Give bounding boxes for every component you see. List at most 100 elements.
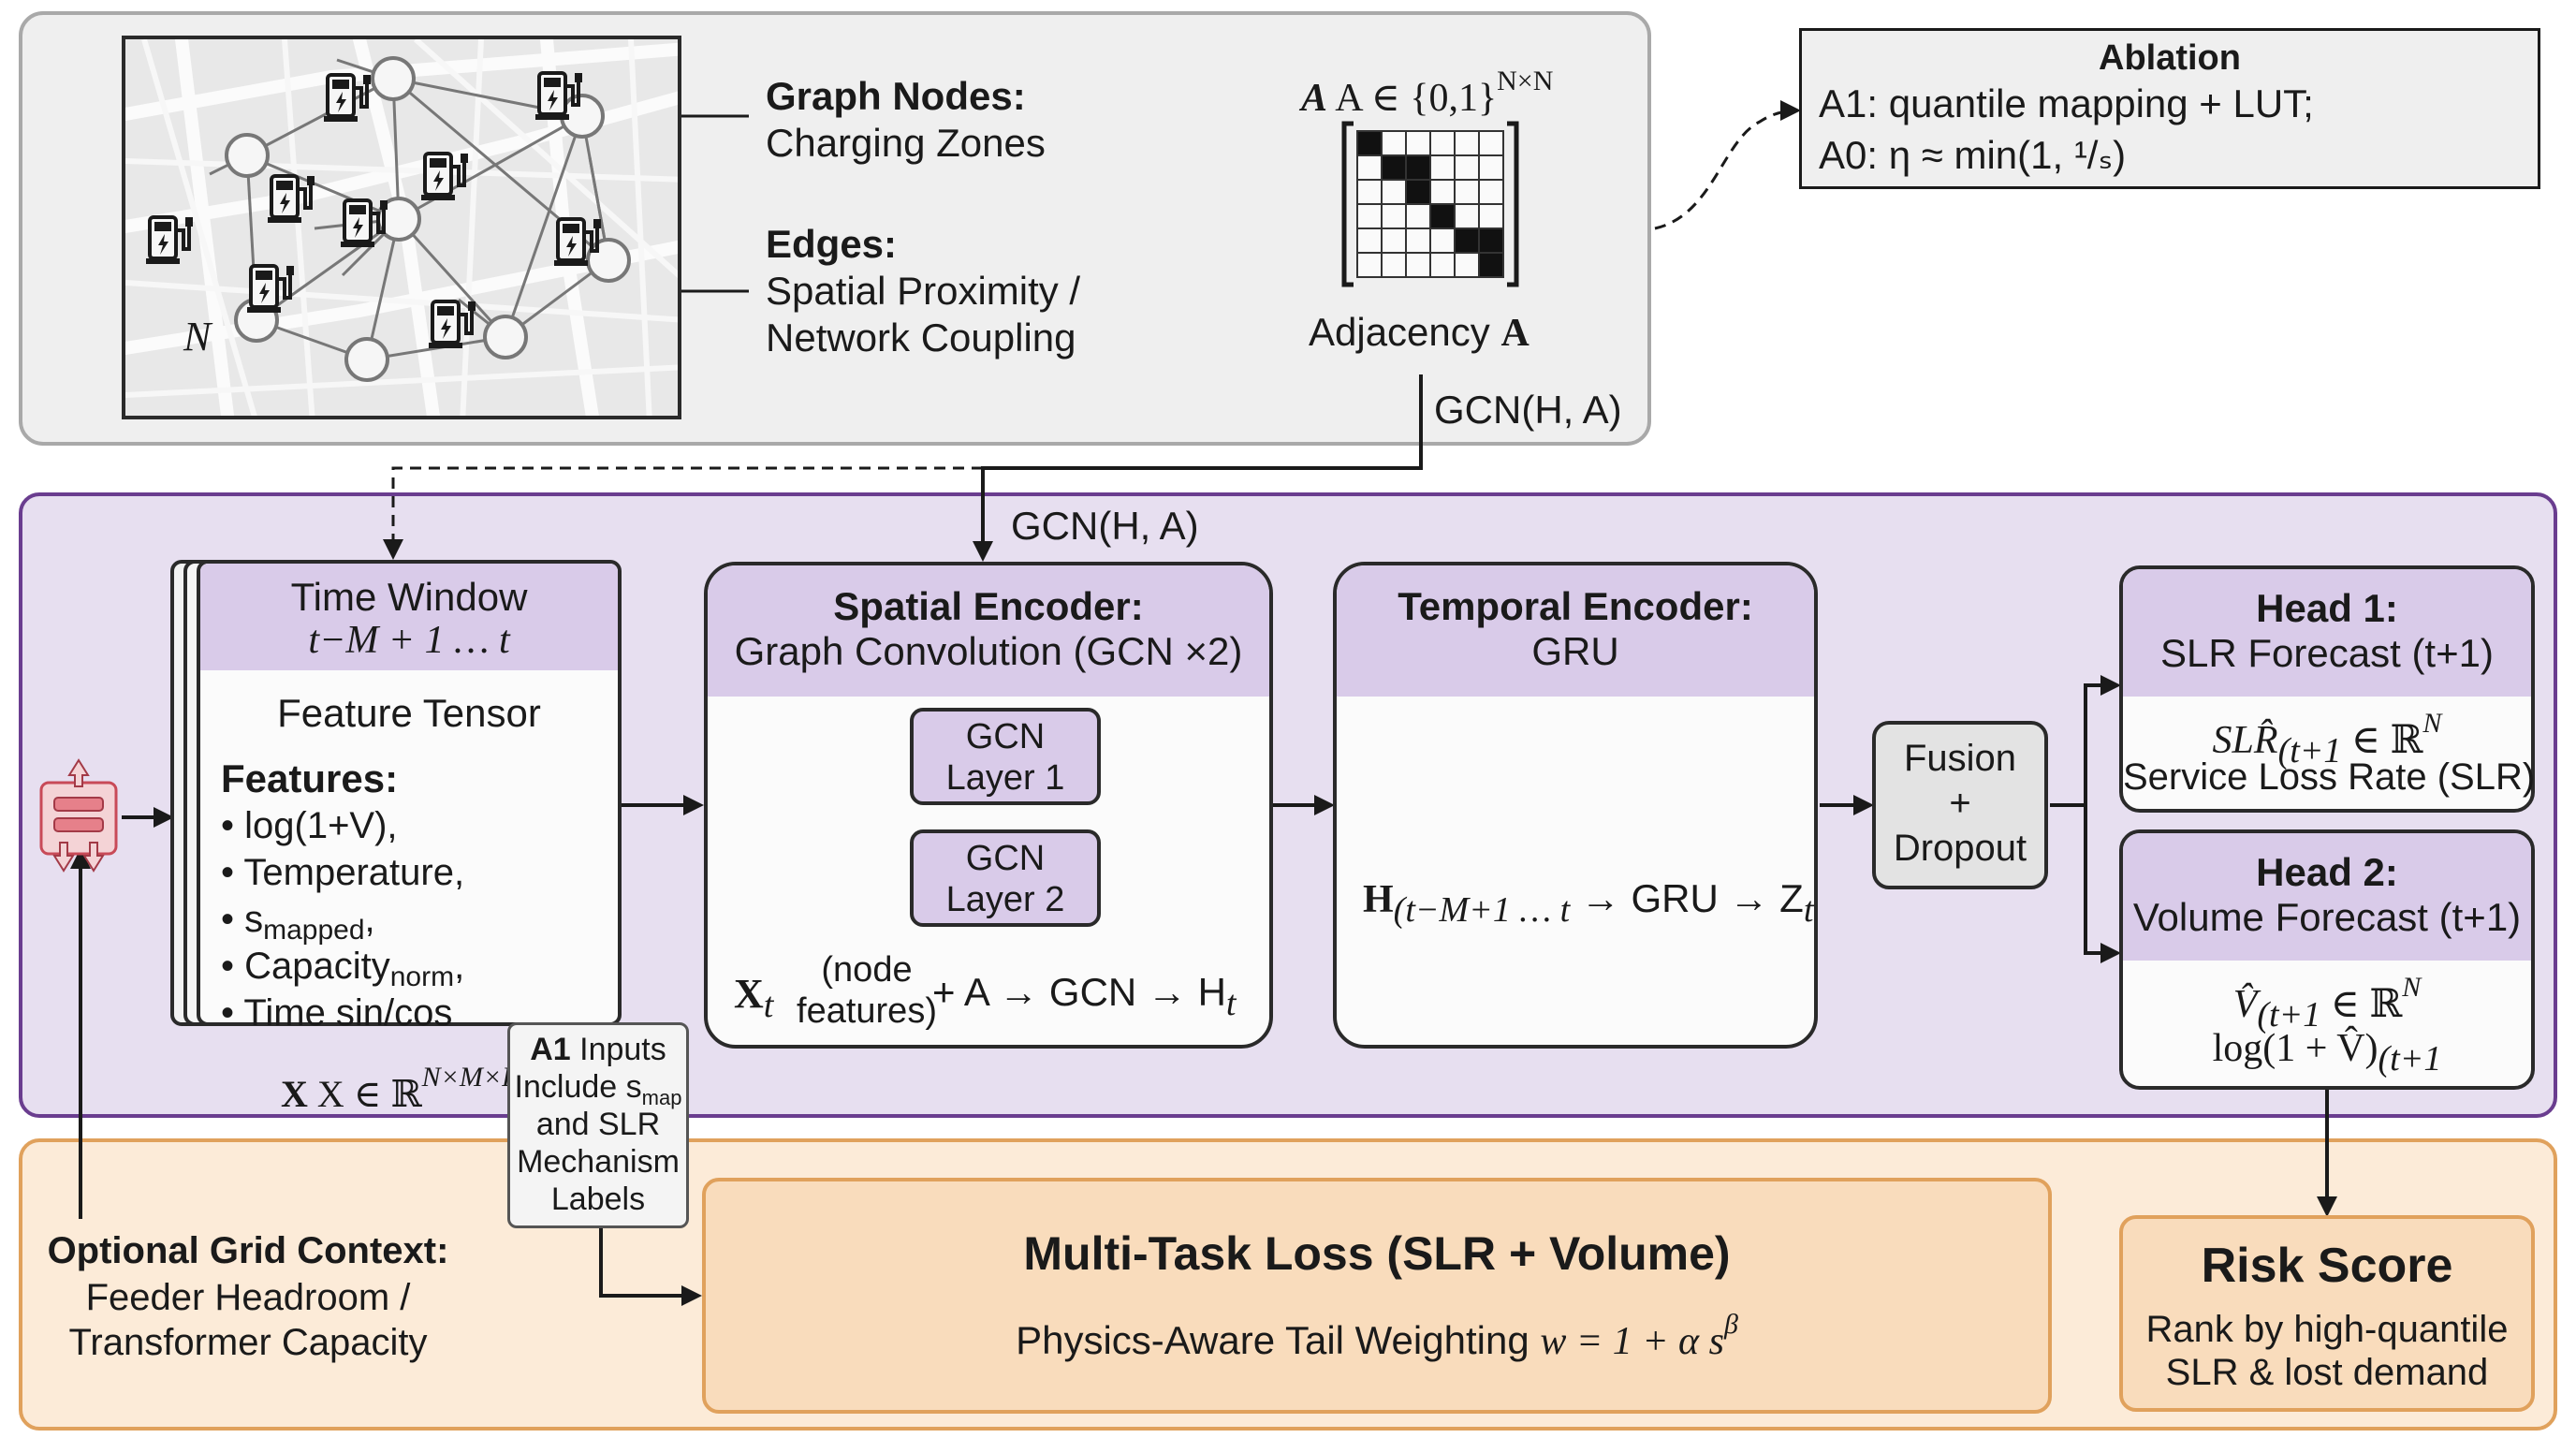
spatial-formula-h-sub: t [1225, 984, 1237, 1023]
feature-item-sub: mapped [263, 915, 365, 946]
head-1-formula-rest: ∈ ℝ [2341, 719, 2423, 762]
loss-formula-sup: β [1723, 1309, 1738, 1340]
feature-item-sub: norm [389, 961, 455, 992]
adjacency-cell [1454, 227, 1480, 254]
temporal-formula-mid: → GRU → Z [1570, 876, 1804, 920]
gcn-input-arrow [973, 374, 1423, 562]
adjacency-cell [1429, 130, 1456, 156]
feature-item: • smapped, [221, 899, 375, 946]
fusion-line-3: Dropout [1893, 828, 2027, 869]
spatial-formula-rest-text: + A → GCN → H [932, 970, 1226, 1014]
gcn-layer-2-line-2: Layer 2 [945, 880, 1065, 919]
risk-score-box: Risk Score Rank by high-quantile SLR & l… [2119, 1215, 2535, 1412]
risk-line-2: SLR & lost demand [2165, 1352, 2489, 1393]
multi-task-loss-box: Multi-Task Loss (SLR + Volume) Physics-A… [702, 1178, 2052, 1414]
feature-tensor-shape: X X ∈ ℝN×M×F [281, 1062, 520, 1115]
adjacency-formula: A A ∈ {0,1}N×N [1301, 66, 1554, 120]
time-window-header [200, 564, 618, 670]
head-2-formula-1-sub: (t+1 [2257, 995, 2321, 1034]
adjacency-cell [1478, 203, 1504, 229]
bullet-icon: • [221, 805, 245, 846]
head-1-formula-base: SLR̂ [2212, 719, 2278, 762]
spatial-encoder-subtitle: Graph Convolution (GCN ×2) [734, 629, 1243, 673]
ablation-title: Ablation [2099, 38, 2241, 78]
head-2-formula-2-base: log(1 + V̂) [2212, 1027, 2378, 1070]
adjacency-cell [1381, 227, 1407, 254]
feature-item: • Capacitynorm, [221, 946, 464, 993]
x-formula-sup: N×M×F [421, 1062, 520, 1093]
a1-inputs-line-4: Labels [550, 1181, 646, 1217]
a1-to-loss-arrow [599, 1215, 702, 1306]
adjacency-cell [1381, 252, 1407, 278]
a1-inputs-line-3: Mechanism [517, 1144, 680, 1180]
fusion-to-head2-arrow [2084, 805, 2121, 963]
a1-inputs-line-2: and SLR [535, 1107, 661, 1142]
head-1-box: Head 1: SLR Forecast (t+1) SLR̂(t+1 ∈ ℝN… [2119, 565, 2535, 813]
gcn-layer-2-line-1: GCN [965, 839, 1046, 878]
ev-charger-icon [324, 73, 371, 122]
ablation-line-1: A1: quantile mapping + LUT; [1819, 81, 2314, 125]
head-1-description: Service Loss Rate (SLR) [2123, 756, 2536, 798]
adjacency-cell [1429, 203, 1456, 229]
adjacency-cell [1381, 130, 1407, 156]
node-features-line-2: features) [797, 991, 937, 1031]
adjacency-cell [1405, 203, 1431, 229]
adjacency-cell [1356, 179, 1383, 205]
loss-formula: w = 1 + α s [1540, 1320, 1724, 1363]
head-2-formula-1: V̂(t+1 ∈ ℝN [2123, 972, 2531, 1035]
gcn-layer-2: GCN Layer 2 [910, 829, 1101, 927]
temporal-encoder-title: Temporal Encoder: [1398, 584, 1753, 628]
graph-edge [256, 217, 400, 322]
head-1-header [2123, 569, 2531, 697]
adjacency-cell [1454, 252, 1480, 278]
graph-edge [365, 218, 401, 360]
adjacency-cell [1381, 154, 1407, 181]
adjacency-cell [1356, 227, 1383, 254]
feature-tensor-label: Feature Tensor [277, 691, 541, 735]
temporal-encoder-subtitle: GRU [1531, 629, 1619, 673]
fusion-dropout-box: Fusion + Dropout [1872, 721, 2048, 889]
a1-inputs-first-rest: Inputs [570, 1032, 666, 1067]
node-features-note: (node features) [792, 949, 942, 1032]
features-title: Features: [221, 756, 399, 800]
fusion-line-1: Fusion [1903, 738, 2017, 779]
head-2-header [2123, 833, 2531, 961]
loss-subtitle: Physics-Aware Tail Weighting w = 1 + α s… [706, 1309, 2048, 1364]
adjacency-cell [1405, 154, 1431, 181]
adjacency-cell [1405, 252, 1431, 278]
risk-title: Risk Score [2201, 1239, 2453, 1293]
graph-node [344, 337, 389, 382]
temporal-formula-h-sub: (t−M+1 … t [1393, 890, 1571, 930]
ev-charger-icon [268, 174, 315, 223]
spatial-formula-x-base: X [734, 971, 764, 1017]
ev-charger-icon [421, 152, 468, 200]
bullet-icon: • [221, 899, 245, 940]
temporal-formula-h: H [1363, 878, 1394, 921]
grid-context-line-2: Transformer Capacity [68, 1322, 428, 1363]
a1-inputs-sub: map [641, 1086, 682, 1109]
ev-charger-icon [146, 215, 193, 264]
temporal-encoder-header [1337, 565, 1814, 697]
loss-subtitle-text: Physics-Aware Tail Weighting [1016, 1318, 1541, 1362]
bullet-icon: • [221, 992, 244, 1034]
graph-node [586, 238, 631, 283]
adjacency-cell [1405, 130, 1431, 156]
temporal-formula: H(t−M+1 … t → GRU → Zt [1363, 876, 1813, 931]
graph-edge [391, 78, 401, 220]
graph-edge [397, 217, 507, 339]
gcn-call-model: GCN(H, A) [1011, 504, 1199, 548]
graph-node [225, 133, 270, 178]
spatial-formula-x: Xt [734, 970, 773, 1026]
head-2-formula-1-sup: N [2402, 972, 2422, 1003]
ev-charger-icon [247, 264, 294, 313]
bullet-icon: • [221, 852, 244, 893]
ev-charger-icon [429, 300, 476, 348]
head-2-formula-1-rest: ∈ ℝ [2320, 983, 2403, 1026]
head-1-title: Head 1: [2256, 586, 2398, 630]
adjacency-cell [1356, 130, 1383, 156]
spatial-formula-x-sub: t [763, 986, 774, 1025]
adjacency-cell [1429, 252, 1456, 278]
adjacency-cell [1356, 154, 1383, 181]
node-count-label: N [183, 314, 212, 360]
